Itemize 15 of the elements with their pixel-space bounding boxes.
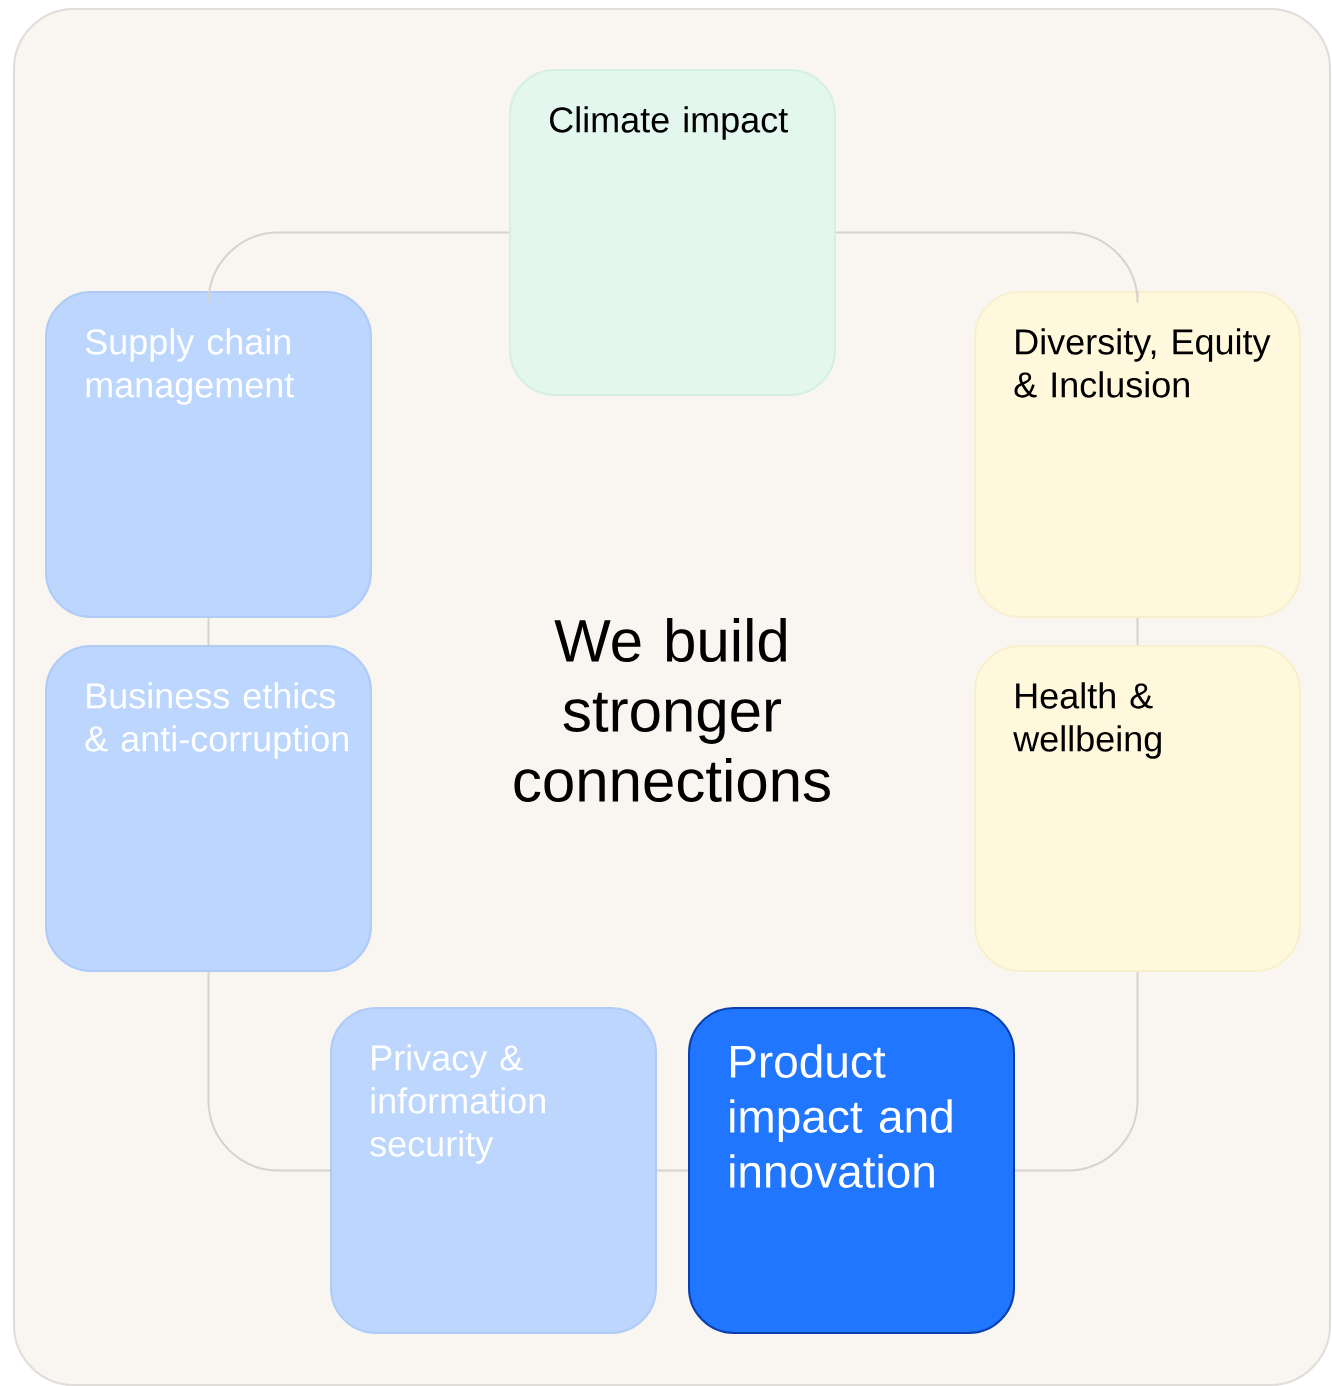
topic-box: Business ethics & anti-corruption bbox=[45, 645, 372, 972]
connector-line bbox=[207, 231, 510, 304]
connector-line bbox=[207, 617, 210, 646]
topic-box: Health & wellbeing bbox=[974, 645, 1301, 972]
topic-box: Climate impact bbox=[509, 69, 836, 396]
center-heading: We build stronger connections bbox=[514, 618, 830, 803]
topic-box: Diversity, Equity & Inclusion bbox=[974, 291, 1301, 618]
connector-line bbox=[835, 231, 1139, 304]
topic-box: Privacy & information security bbox=[330, 1007, 657, 1334]
connector-line bbox=[207, 971, 331, 1172]
topic-box: Product impact and innovation bbox=[688, 1007, 1015, 1334]
connector-line bbox=[1136, 617, 1139, 646]
topic-box: Supply chain management bbox=[45, 291, 372, 618]
connector-line bbox=[656, 1169, 689, 1172]
connector-line bbox=[1014, 971, 1139, 1172]
